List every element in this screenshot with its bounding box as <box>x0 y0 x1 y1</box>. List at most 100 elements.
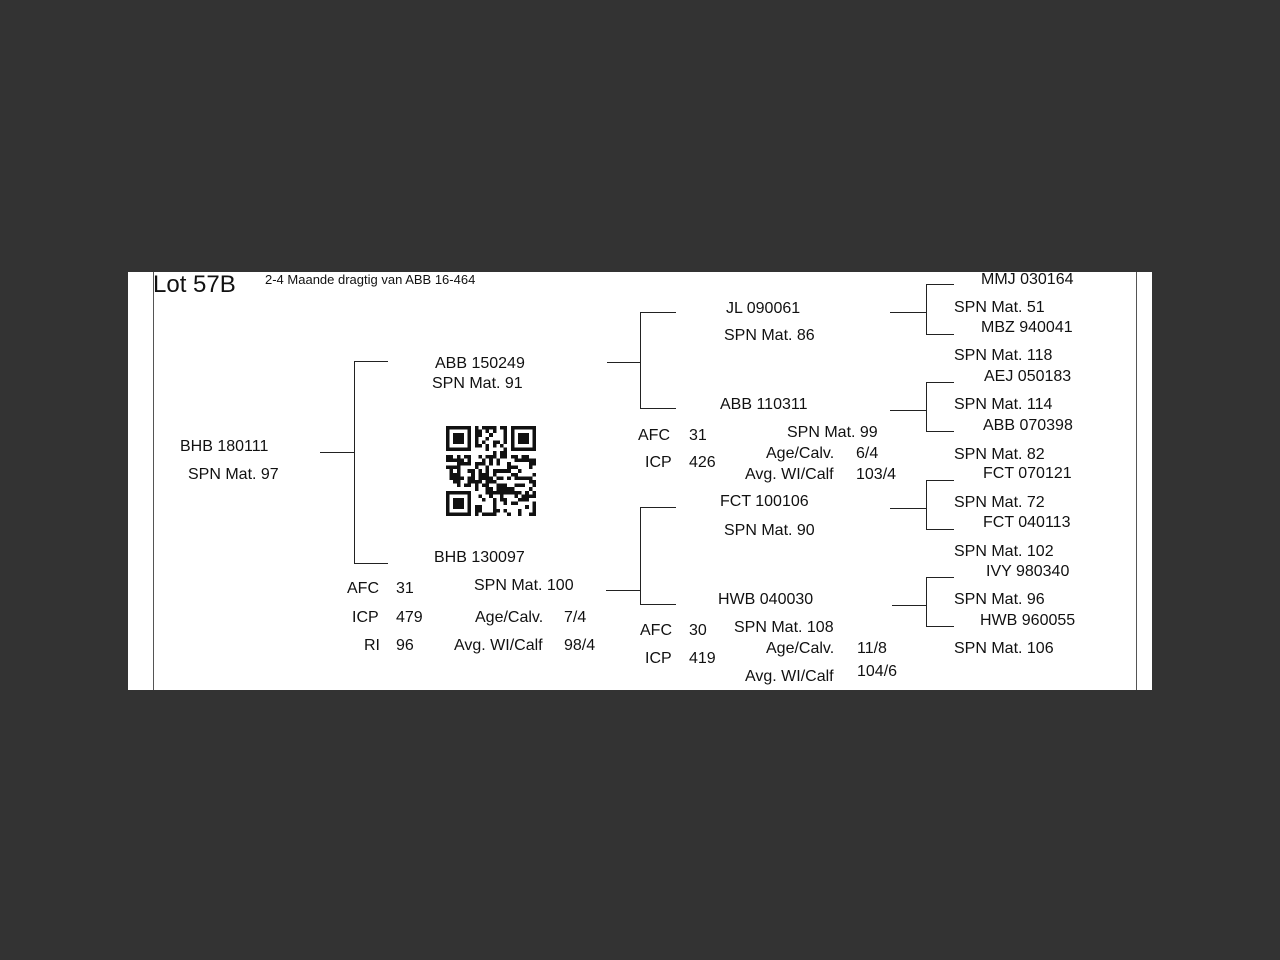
sd-age-value: 6/4 <box>856 445 879 462</box>
qr-module <box>489 458 493 462</box>
qr-module <box>446 465 450 470</box>
qr-module <box>474 483 479 488</box>
qr-module <box>482 440 486 444</box>
qr-module <box>510 433 515 437</box>
qr-module <box>485 512 490 516</box>
qr-module <box>500 426 504 430</box>
qr-module <box>492 454 497 459</box>
qr-module <box>446 508 450 513</box>
qr-module <box>485 476 490 480</box>
qr-module <box>485 465 490 470</box>
qr-module <box>503 498 508 502</box>
sd-wi-label: Avg. WI/Calf <box>745 466 834 483</box>
qr-module <box>503 426 508 430</box>
qr-module <box>492 426 497 430</box>
qr-module <box>478 472 482 477</box>
qr-module <box>489 480 493 484</box>
qr-module <box>467 512 472 516</box>
qr-module <box>492 451 497 455</box>
qr-module <box>518 483 522 488</box>
qr-module <box>521 458 526 462</box>
qr-module <box>485 444 490 448</box>
qr-module <box>474 480 479 484</box>
bracket-line <box>890 312 926 313</box>
qr-module <box>532 508 536 513</box>
qr-module <box>492 444 497 448</box>
qr-module <box>503 436 508 441</box>
qr-module <box>532 494 536 498</box>
qr-module <box>510 426 515 430</box>
qr-module <box>518 490 522 495</box>
gen4-spn: SPN Mat. 106 <box>954 640 1054 657</box>
dd-age-value: 11/8 <box>857 640 887 657</box>
dam-age-label: Age/Calv. <box>475 609 544 626</box>
bracket-line <box>926 626 954 627</box>
qr-module <box>500 476 504 480</box>
animal-id: BHB 180111 <box>180 438 269 455</box>
qr-module <box>467 494 472 498</box>
qr-module <box>532 480 536 484</box>
dd-icp-value: 419 <box>689 650 716 667</box>
qr-module <box>446 433 450 437</box>
pregnancy-note: 2-4 Maande dragtig van ABB 16-464 <box>265 272 476 287</box>
qr-module <box>453 426 457 430</box>
qr-module <box>478 494 482 498</box>
sd-spn: SPN Mat. 99 <box>787 424 878 441</box>
gen4-id: MMJ 030164 <box>981 272 1074 288</box>
qr-module <box>532 490 536 495</box>
dam-wi-label: Avg. WI/Calf <box>454 637 543 654</box>
bracket-line <box>890 410 926 411</box>
qr-module <box>485 426 490 430</box>
qr-module <box>496 440 500 444</box>
qr-module <box>532 447 536 452</box>
qr-module <box>449 454 454 459</box>
qr-module <box>464 483 468 488</box>
qr-module <box>528 458 533 462</box>
qr-module <box>503 429 508 434</box>
qr-module <box>449 426 454 430</box>
qr-module <box>489 462 493 466</box>
qr-module <box>514 490 518 495</box>
qr-module <box>532 436 536 441</box>
qr-module <box>525 494 529 498</box>
qr-module <box>485 469 490 473</box>
qr-module <box>456 433 461 437</box>
ss-spn: SPN Mat. 86 <box>724 327 815 344</box>
qr-module <box>518 426 522 430</box>
qr-module <box>496 490 500 495</box>
qr-module <box>453 440 457 444</box>
qr-module <box>503 483 508 488</box>
dd-age-label: Age/Calv. <box>766 640 835 657</box>
qr-module <box>478 454 482 459</box>
qr-module <box>474 512 479 516</box>
qr-module <box>528 487 533 491</box>
qr-module <box>467 433 472 437</box>
qr-module <box>525 476 529 480</box>
qr-module <box>514 465 518 470</box>
qr-module <box>467 483 472 488</box>
bracket-line <box>926 577 954 578</box>
qr-module <box>456 501 461 506</box>
qr-module <box>496 508 500 513</box>
qr-module <box>521 476 526 480</box>
qr-module <box>528 480 533 484</box>
qr-module <box>485 487 490 491</box>
qr-module <box>528 426 533 430</box>
qr-module <box>453 480 457 484</box>
qr-module <box>518 458 522 462</box>
qr-module <box>464 462 468 466</box>
qr-module <box>521 426 526 430</box>
qr-module <box>456 472 461 477</box>
sire-id: ABB 150249 <box>435 355 525 372</box>
qr-module <box>467 501 472 506</box>
dd-wi-value: 104/6 <box>857 663 898 680</box>
gen4-spn: SPN Mat. 82 <box>954 446 1045 463</box>
bracket-line <box>640 507 641 605</box>
qr-module <box>507 469 511 473</box>
qr-module <box>456 469 461 473</box>
sd-id: ABB 110311 <box>720 396 808 413</box>
qr-module <box>532 426 536 430</box>
qr-module <box>510 465 515 470</box>
bracket-line <box>607 362 640 363</box>
bracket-line <box>926 382 954 383</box>
